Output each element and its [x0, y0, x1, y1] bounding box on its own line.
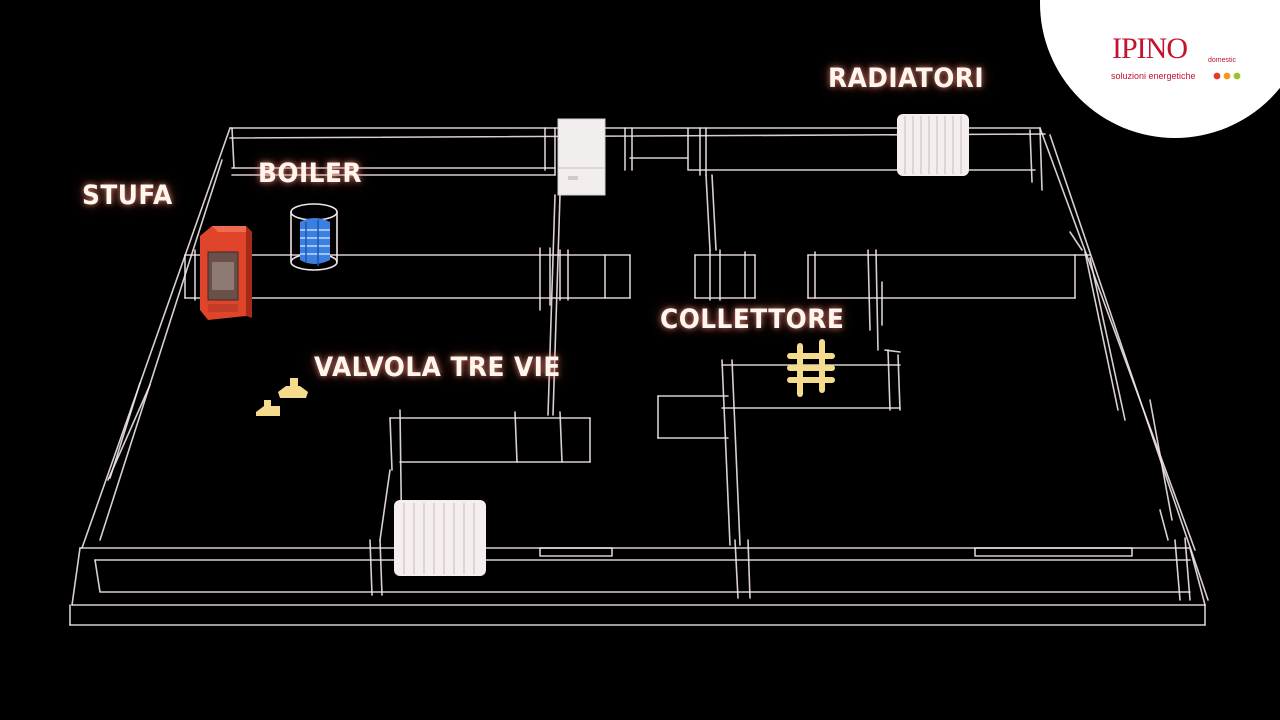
outer-walls — [69, 127, 1209, 626]
valvola-tre-vie-label: VALVOLA TRE VIE — [314, 352, 561, 383]
radiatori-label: RADIATORI — [828, 63, 985, 94]
stufa-label: STUFA — [82, 180, 173, 211]
radiator-front-icon — [394, 500, 486, 576]
boiler-icon — [290, 203, 338, 271]
logo-subtitle: domestic — [1208, 57, 1237, 64]
logo-brand: IPINO — [1112, 32, 1188, 65]
manifold-icon — [787, 339, 835, 397]
radiator-icon — [897, 114, 969, 176]
logo-dots-icon — [1213, 72, 1241, 80]
three-way-valve-icon — [256, 378, 308, 416]
corridor-walls — [547, 174, 1173, 541]
boiler-label: BOILER — [258, 158, 362, 189]
bottom-window-strips — [369, 537, 1191, 601]
collettore-label: COLLETTORE — [660, 304, 845, 335]
middle-wall — [184, 231, 1126, 421]
logo-tagline: soluzioni energetiche — [1111, 71, 1196, 81]
stove-icon — [200, 226, 252, 320]
wall-boiler-unit — [557, 118, 606, 196]
